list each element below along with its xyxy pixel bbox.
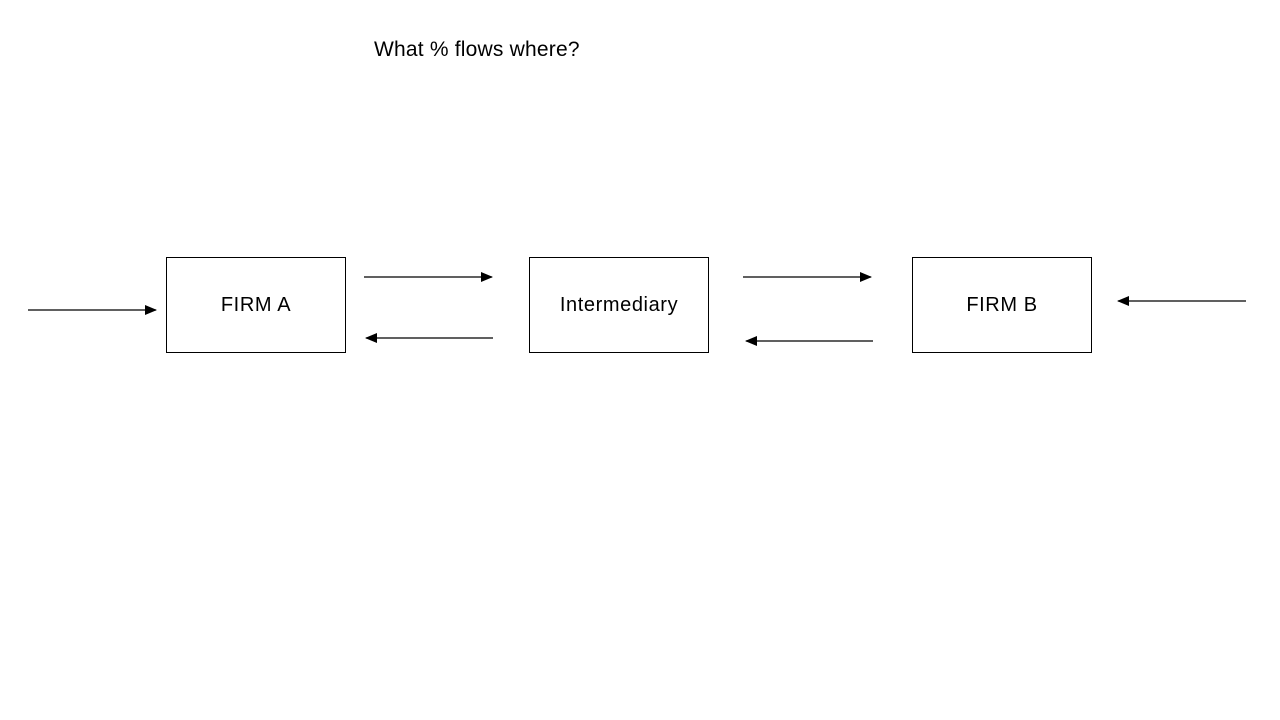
node-firm-b-label: FIRM B <box>966 293 1038 316</box>
node-intermediary-label: Intermediary <box>559 293 679 316</box>
node-firm-b: FIRM B <box>912 257 1092 353</box>
node-firm-a: FIRM A <box>166 257 346 353</box>
node-firm-a-label: FIRM A <box>220 293 292 316</box>
diagram-title: What % flows where? <box>374 38 580 61</box>
node-intermediary: Intermediary <box>529 257 709 353</box>
